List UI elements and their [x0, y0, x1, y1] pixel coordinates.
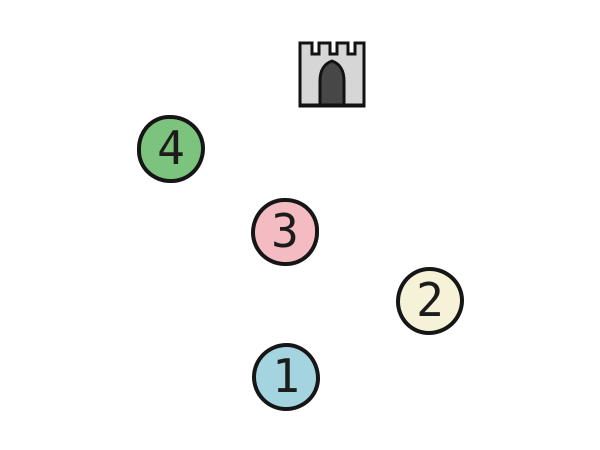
- level-label-2: 2: [416, 273, 444, 327]
- level-node-3[interactable]: 3: [251, 198, 319, 266]
- level-label-3: 3: [271, 204, 299, 258]
- castle-base-line: [299, 103, 365, 108]
- level-node-2[interactable]: 2: [396, 267, 464, 335]
- level-node-4[interactable]: 4: [137, 115, 205, 183]
- level-node-1[interactable]: 1: [252, 343, 320, 411]
- castle-door: [318, 59, 346, 108]
- castle-icon: [297, 39, 367, 109]
- level-label-1: 1: [272, 349, 300, 403]
- level-label-4: 4: [157, 121, 185, 175]
